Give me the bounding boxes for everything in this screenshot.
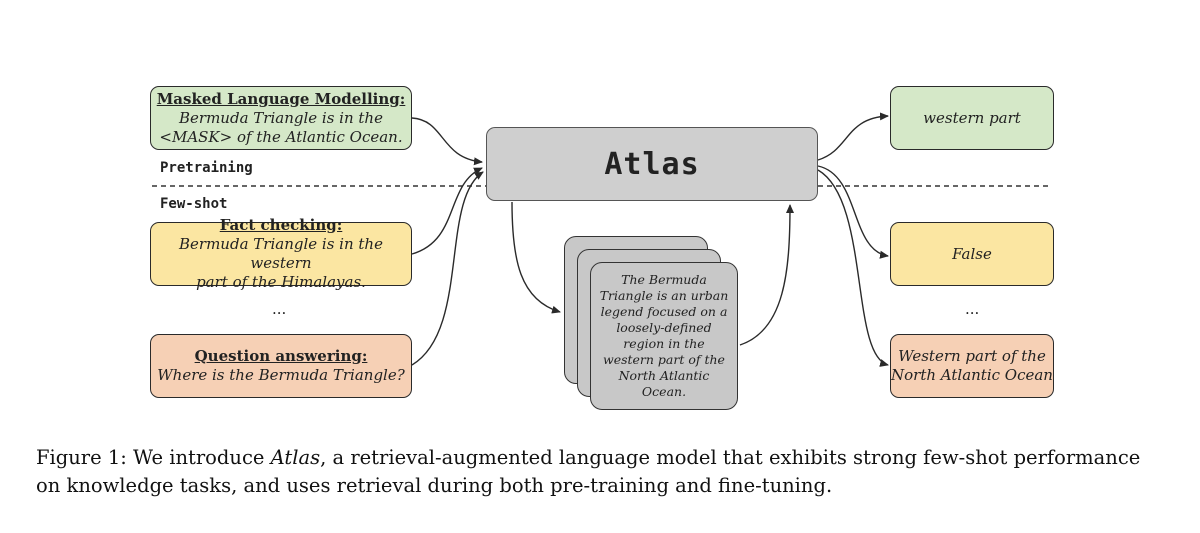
input-text-mlm-line1: Bermuda Triangle is in the [179,108,383,127]
atlas-model-box: Atlas [486,127,818,201]
retrieved-doc-line: Triangle is an urban [599,288,729,303]
caption-line2: on knowledge tasks, and uses retrieval d… [36,474,833,497]
input-text-qa-line1: Where is the Bermuda Triangle? [157,366,405,384]
input-text-fact-line2: part of the Himalayas. [196,273,366,291]
arrow-atlas-to-mlm-output [817,112,889,161]
arrow-atlas-to-fact-output [817,165,889,259]
retrieved-doc-line: loosely-defined [616,320,712,335]
pretraining-label: Pretraining [160,160,253,176]
input-box-masked-language-modelling: Masked Language Modelling: Bermuda Trian… [150,86,412,150]
atlas-model-name: Atlas [604,146,700,182]
input-title-mlm: Masked Language Modelling: [156,89,406,108]
retrieved-doc-line: legend focused on a [600,304,728,319]
retrieved-doc-line: North Atlantic [618,368,710,383]
input-box-fact-checking: Fact checking: Bermuda Triangle is in th… [150,216,412,291]
arrow-docs-to-atlas [739,204,794,346]
input-title-qa: Question answering: [194,347,368,365]
input-ellipsis: ... [272,300,287,318]
retrieved-doc-front: The Bermuda Triangle is an urban legend … [590,262,738,410]
retrieved-doc-line: Ocean. [641,384,687,399]
output-ellipsis: ... [965,300,980,318]
caption-rest: , a retrieval-augmented language model t… [320,446,1141,469]
input-text-fact-line1: Bermuda Triangle is in the western [179,235,383,272]
fewshot-label: Few-shot [160,196,228,212]
caption-prefix: Figure 1: We introduce [36,446,271,469]
retrieved-doc-text: The Bermuda Triangle is an urban legend … [600,272,729,400]
output-text-qa-line1: Western part of the [898,347,1046,365]
input-title-fact: Fact checking: [219,216,343,234]
retrieved-doc-line: western part of the [603,352,725,367]
output-text-qa-line2: North Atlantic Ocean [891,366,1053,384]
output-text-mlm: western part [923,108,1021,127]
arrow-qa-to-atlas [411,171,484,366]
retrieved-doc-line: The Bermuda [621,272,707,287]
arrow-atlas-to-docs [511,201,561,314]
input-text-mlm-line2: <MASK> of the Atlantic Ocean. [159,127,403,146]
caption-line1: Figure 1: We introduce Atlas, a retrieva… [36,444,1140,472]
figure-caption: Figure 1: We introduce Atlas, a retrieva… [36,444,1140,500]
output-box-mlm: western part [890,86,1054,150]
arrow-mlm-to-atlas [411,117,483,166]
output-text-fact: False [952,244,992,263]
caption-emph: Atlas [270,446,321,469]
arrow-fact-to-atlas [411,167,483,255]
output-box-qa: Western part of the North Atlantic Ocean [890,334,1054,398]
input-box-question-answering: Question answering: Where is the Bermuda… [150,334,412,398]
retrieved-doc-line: region in the [623,336,705,351]
arrow-atlas-to-qa-output [817,169,889,367]
output-box-fact: False [890,222,1054,286]
